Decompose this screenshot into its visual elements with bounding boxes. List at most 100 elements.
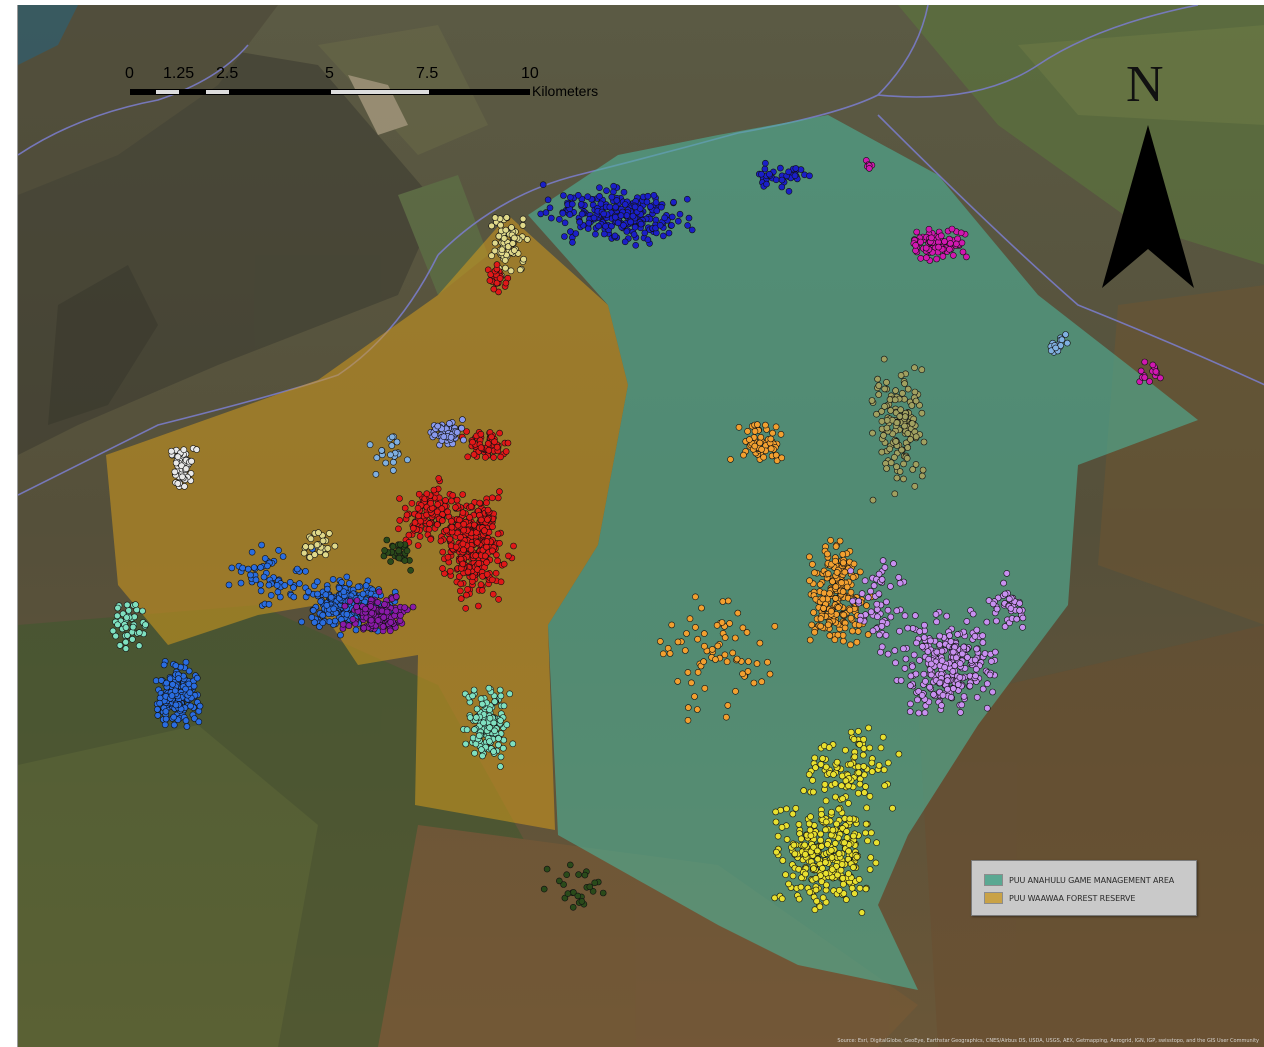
telemetry-point	[309, 607, 317, 614]
telemetry-point	[941, 238, 948, 245]
telemetry-point	[909, 466, 917, 473]
telemetry-point	[845, 782, 852, 790]
telemetry-point	[847, 728, 855, 736]
telemetry-point	[873, 410, 880, 418]
telemetry-point	[508, 224, 515, 231]
telemetry-point	[523, 236, 531, 243]
telemetry-point	[772, 808, 780, 816]
telemetry-point	[620, 188, 628, 196]
telemetry-point	[567, 228, 574, 235]
telemetry-point	[983, 680, 991, 688]
telemetry-point	[331, 542, 339, 550]
telemetry-point	[956, 674, 964, 681]
telemetry-point	[869, 496, 877, 504]
telemetry-point	[460, 436, 467, 444]
telemetry-point	[908, 402, 916, 409]
telemetry-point	[892, 438, 900, 445]
map-view[interactable]: 0 1.25 2.5 5 7.5 10 Kilometers N PUU ANA…	[17, 5, 1264, 1047]
telemetry-point	[806, 553, 813, 561]
telemetry-point	[666, 650, 674, 657]
telemetry-point	[1001, 590, 1009, 598]
telemetry-point	[495, 595, 502, 603]
telemetry-point	[490, 748, 497, 755]
telemetry-point	[486, 277, 494, 284]
game-management-area-polygon[interactable]	[528, 115, 1198, 990]
telemetry-point	[656, 638, 664, 645]
telemetry-point	[401, 504, 409, 512]
telemetry-point	[389, 543, 397, 550]
telemetry-point	[491, 214, 499, 221]
telemetry-point	[684, 716, 692, 724]
telemetry-point	[467, 546, 475, 553]
telemetry-point	[485, 684, 493, 692]
telemetry-point	[958, 239, 966, 247]
telemetry-point	[847, 588, 855, 596]
telemetry-point	[379, 623, 387, 630]
telemetry-point	[875, 382, 883, 389]
telemetry-point	[430, 486, 438, 494]
telemetry-point	[459, 560, 467, 568]
telemetry-point	[812, 764, 819, 771]
scale-tick-2: 2.5	[216, 65, 239, 82]
telemetry-point	[805, 771, 813, 778]
telemetry-point	[877, 744, 885, 752]
map-attribution: Source: Esri, DigitalGlobe, GeoEye, Eart…	[837, 1038, 1259, 1044]
telemetry-point	[482, 453, 489, 461]
telemetry-point	[827, 846, 835, 854]
telemetry-point	[440, 433, 448, 441]
forest-reserve-polygon[interactable]	[106, 215, 628, 830]
telemetry-point	[568, 200, 576, 208]
telemetry-point	[933, 255, 940, 263]
telemetry-point	[772, 423, 780, 431]
telemetry-point	[907, 435, 914, 443]
telemetry-point	[584, 193, 592, 200]
telemetry-point	[463, 726, 471, 734]
telemetry-point	[700, 658, 707, 665]
telemetry-point	[824, 621, 832, 629]
telemetry-point	[806, 577, 813, 585]
telemetry-point	[713, 621, 721, 629]
telemetry-point	[763, 180, 770, 188]
telemetry-point	[828, 866, 836, 873]
telemetry-point	[896, 627, 903, 635]
telemetry-point	[878, 417, 886, 425]
telemetry-point	[956, 660, 964, 667]
map-legend: PUU ANAHULU GAME MANAGEMENT AREA PUU WAA…	[971, 860, 1197, 916]
telemetry-point	[193, 446, 200, 453]
telemetry-point	[834, 631, 842, 639]
telemetry-point	[911, 612, 919, 619]
telemetry-point	[900, 475, 907, 483]
telemetry-point	[811, 628, 818, 636]
telemetry-point	[477, 430, 485, 438]
telemetry-point	[395, 547, 403, 555]
telemetry-point	[683, 630, 690, 637]
telemetry-point	[196, 702, 204, 710]
telemetry-point	[806, 636, 814, 644]
telemetry-point	[540, 885, 548, 893]
telemetry-point	[855, 789, 862, 797]
telemetry-point	[481, 527, 488, 534]
telemetry-point	[878, 408, 885, 415]
telemetry-point	[366, 441, 374, 449]
telemetry-point	[446, 420, 453, 427]
telemetry-point	[904, 430, 912, 437]
telemetry-point	[602, 222, 609, 230]
telemetry-point	[795, 895, 803, 903]
telemetry-point	[849, 597, 857, 605]
telemetry-point	[912, 397, 920, 405]
telemetry-point	[813, 897, 821, 905]
scale-bar: 0 1.25 2.5 5 7.5 10 Kilometers	[125, 65, 610, 105]
telemetry-point	[904, 385, 912, 393]
telemetry-point	[352, 626, 360, 634]
telemetry-point	[797, 835, 805, 843]
telemetry-point	[185, 667, 193, 675]
telemetry-point	[392, 607, 400, 614]
telemetry-point	[632, 242, 640, 249]
telemetry-point	[353, 603, 360, 611]
telemetry-point	[927, 637, 934, 645]
telemetry-point	[847, 614, 855, 622]
telemetry-point	[595, 222, 602, 230]
telemetry-point	[592, 230, 599, 238]
telemetry-point	[831, 636, 839, 644]
telemetry-point	[490, 285, 498, 293]
